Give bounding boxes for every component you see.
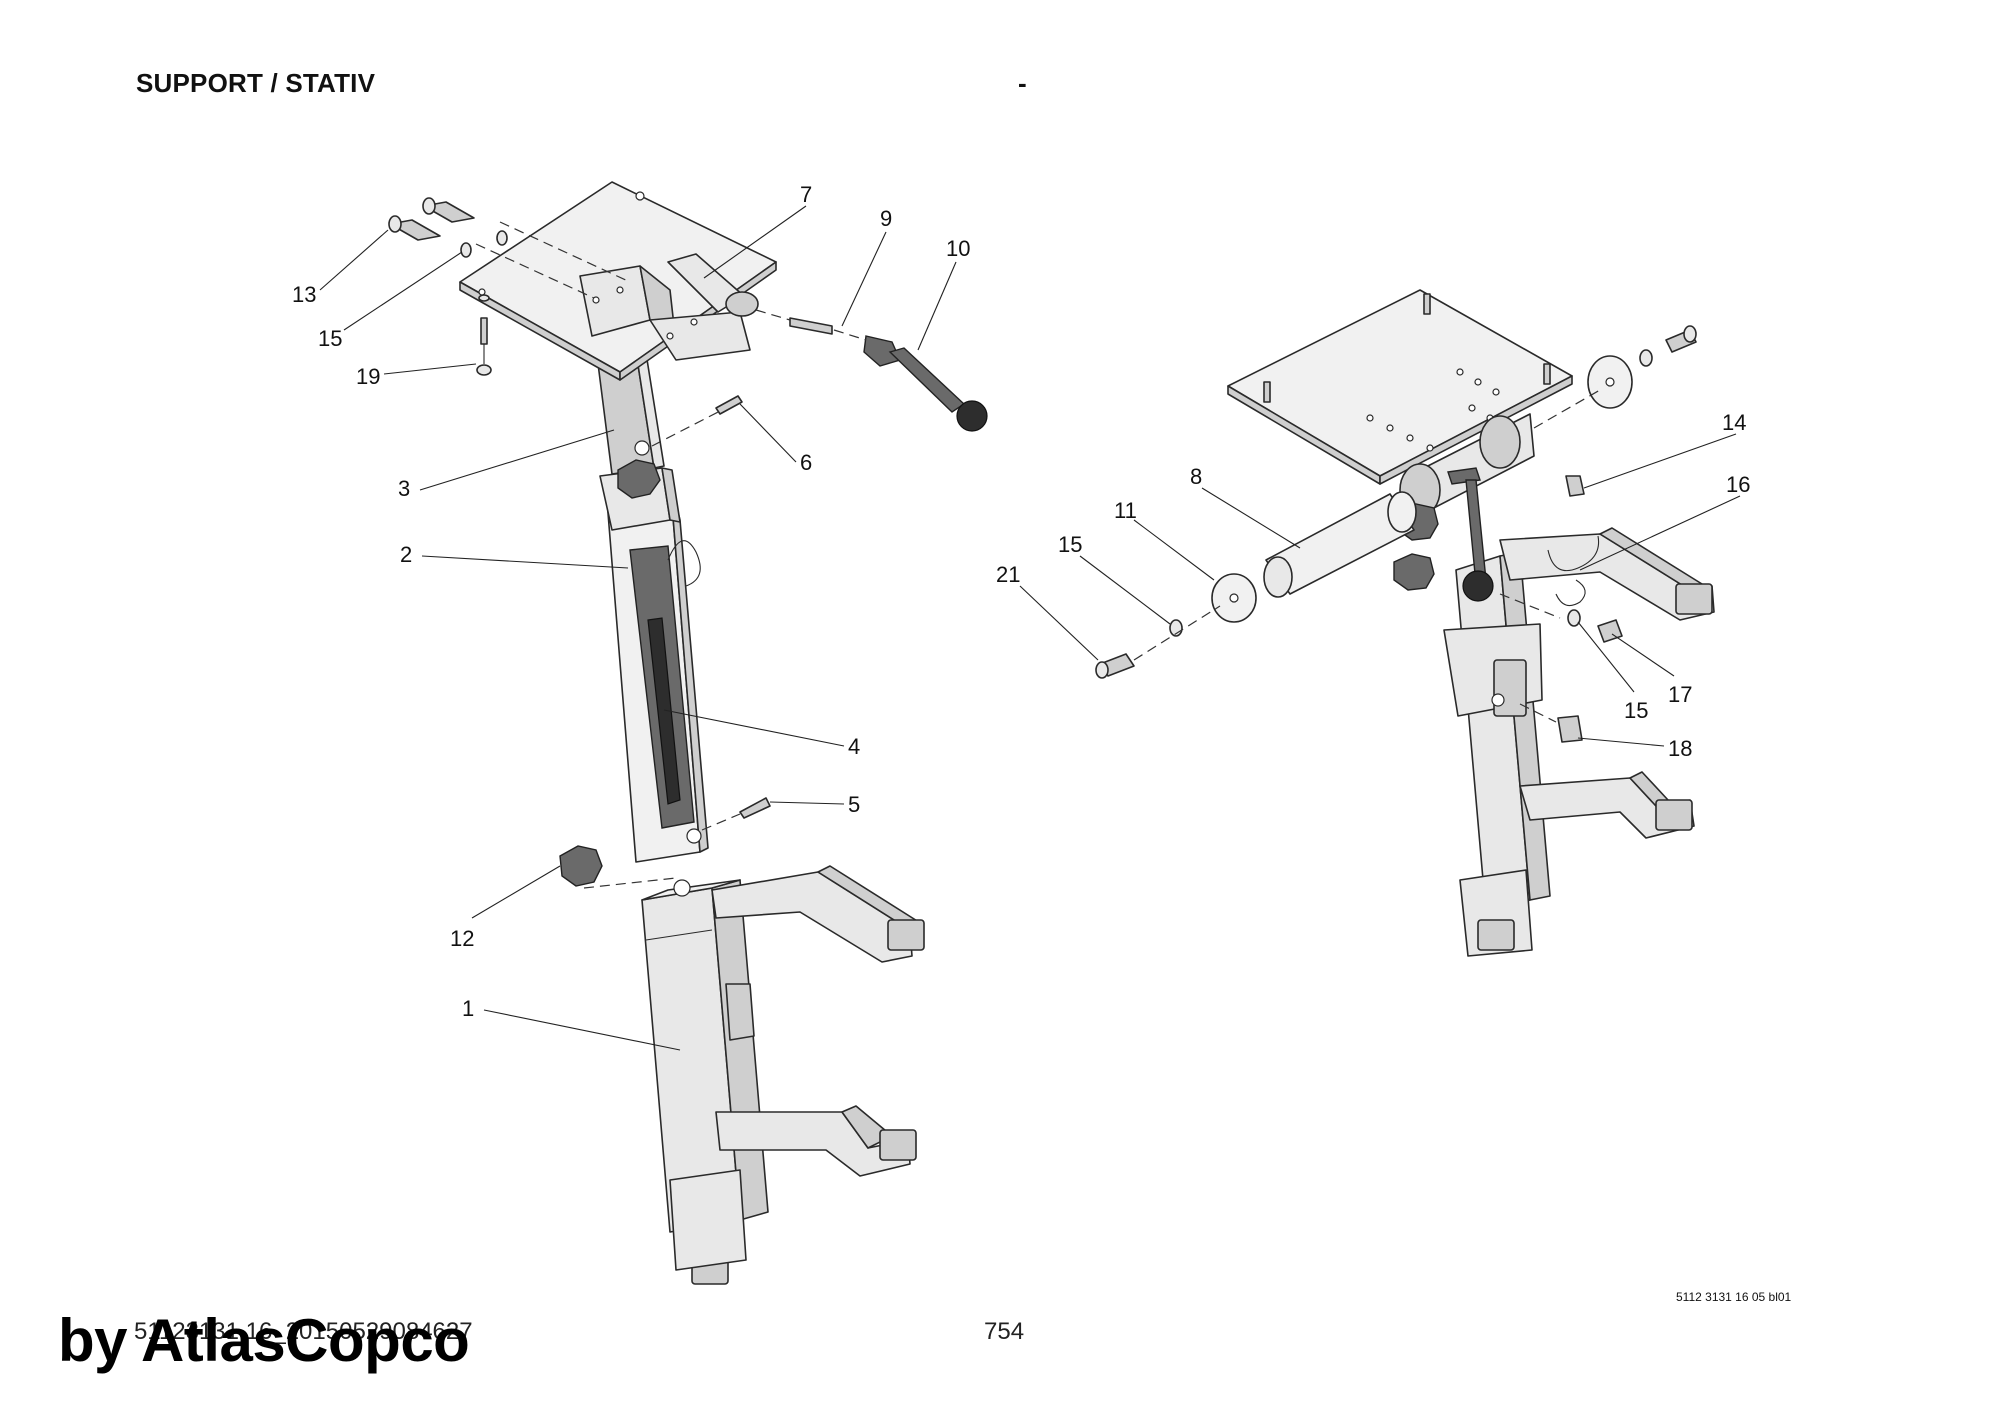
callout-numbers: 1 2 3 4 5 6 7 9 10 12 13 15 19 8 11 15 2… xyxy=(292,182,1750,1021)
page-number: 754 xyxy=(984,1318,1025,1345)
pins-left xyxy=(701,395,771,831)
callout-14: 14 xyxy=(1722,410,1746,435)
top-plate-right xyxy=(1227,289,1573,602)
top-plate-left xyxy=(459,181,777,381)
callout-15-mid: 15 xyxy=(1058,532,1082,557)
right-assembly xyxy=(1095,289,1715,957)
callout-6: 6 xyxy=(800,450,812,475)
callout-17: 17 xyxy=(1668,682,1692,707)
callout-2: 2 xyxy=(400,542,412,567)
callout-5: 5 xyxy=(848,792,860,817)
callout-18: 18 xyxy=(1668,736,1692,761)
callout-7: 7 xyxy=(800,182,812,207)
knobs-left xyxy=(559,459,661,887)
callout-15-left: 15 xyxy=(318,326,342,351)
leader-lines xyxy=(319,205,1741,1051)
left-assembly xyxy=(388,181,988,1285)
document-number: 51123131 16_20150529084627 xyxy=(134,1318,473,1345)
lever-parts xyxy=(755,309,988,432)
page-dash: - xyxy=(1018,68,1027,98)
callout-10: 10 xyxy=(946,236,970,261)
callout-13: 13 xyxy=(292,282,316,307)
callout-9: 9 xyxy=(880,206,892,231)
page-title: SUPPORT / STATIV xyxy=(136,68,376,98)
callout-8: 8 xyxy=(1190,464,1202,489)
right-side-parts xyxy=(1499,325,1697,743)
callout-19: 19 xyxy=(356,364,380,389)
base-frame xyxy=(583,865,925,1285)
callout-12: 12 xyxy=(450,926,474,951)
callout-16: 16 xyxy=(1726,472,1750,497)
fasteners-left xyxy=(388,197,508,376)
callout-1: 1 xyxy=(462,996,474,1021)
callout-15-right: 15 xyxy=(1624,698,1648,723)
callout-4: 4 xyxy=(848,734,860,759)
roller-parts xyxy=(1095,491,1417,679)
right-frame xyxy=(1443,527,1715,957)
callout-21: 21 xyxy=(996,562,1020,587)
slide-tube xyxy=(599,467,709,863)
drawing-code: 5112 3131 16 05 bl01 xyxy=(1676,1290,1792,1304)
callout-11: 11 xyxy=(1114,498,1137,523)
watermark: by AtlasCopco xyxy=(58,1307,470,1374)
callout-3: 3 xyxy=(398,476,410,501)
